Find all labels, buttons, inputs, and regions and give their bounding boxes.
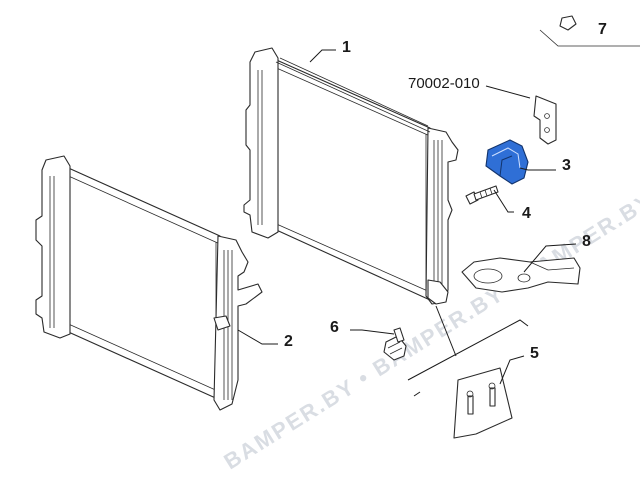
radiator-lower[interactable]: [35, 155, 263, 411]
reference-code: 70002-010: [408, 75, 480, 92]
bracket-part-3[interactable]: [485, 139, 529, 185]
reference-bracket[interactable]: [533, 95, 557, 145]
callout-6: 6: [330, 319, 339, 336]
support-part-8[interactable]: [461, 257, 581, 293]
callout-7: 7: [598, 21, 607, 38]
plug-part-6[interactable]: [383, 327, 407, 361]
callout-4: 4: [522, 205, 531, 222]
bolt-part-4[interactable]: [465, 185, 499, 205]
deflector-part-5[interactable]: [453, 367, 513, 439]
callout-1: 1: [342, 39, 351, 56]
leader-lines: [237, 49, 577, 385]
radiator-upper[interactable]: [243, 47, 459, 305]
clip-part-7[interactable]: [539, 15, 640, 47]
callout-5: 5: [530, 345, 539, 362]
callout-2: 2: [284, 333, 293, 350]
callout-3: 3: [562, 157, 571, 174]
group-bracket-5: [407, 305, 529, 397]
callout-8: 8: [582, 233, 591, 250]
